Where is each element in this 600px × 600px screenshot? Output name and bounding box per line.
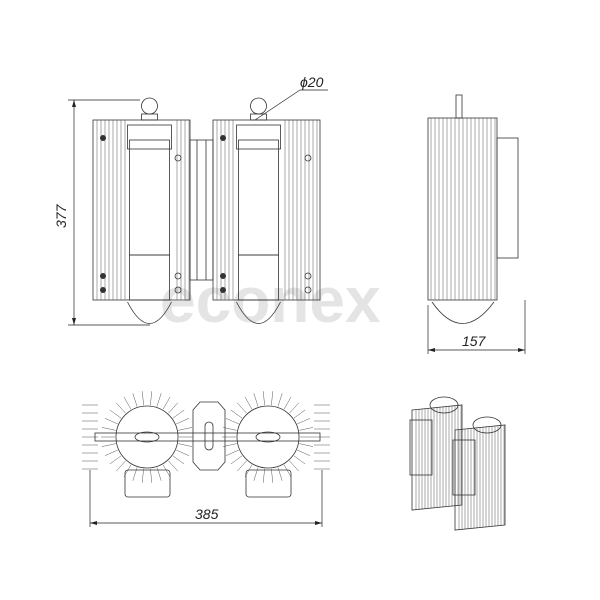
bottom-view <box>82 391 330 498</box>
width-label: 385 <box>195 506 219 522</box>
front-view <box>92 97 321 324</box>
dimension-eyebolt: ϕ20 <box>254 74 328 121</box>
dimension-depth: 157 <box>427 300 526 354</box>
eyebolt-diameter-label: ϕ20 <box>300 74 324 90</box>
dimension-width: 385 <box>89 470 323 527</box>
depth-label: 157 <box>462 333 487 349</box>
isometric-view <box>409 396 506 531</box>
height-label: 377 <box>53 203 69 228</box>
dimension-height: 377 <box>53 99 150 326</box>
side-view <box>427 94 519 324</box>
